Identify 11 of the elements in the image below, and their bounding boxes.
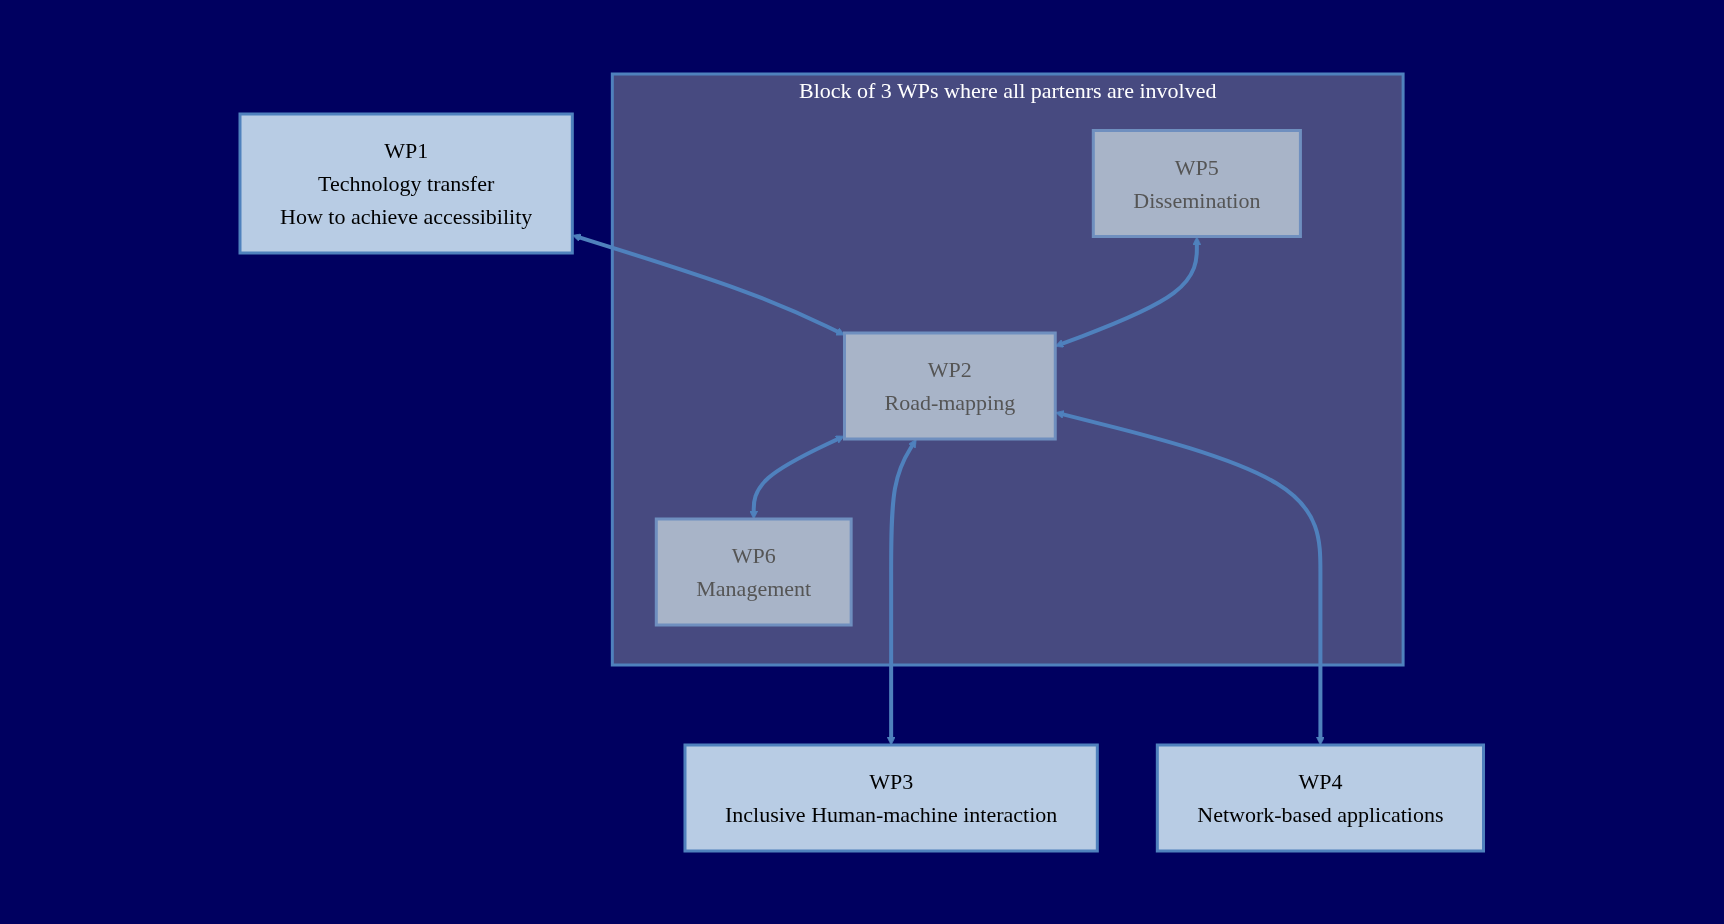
arrow xyxy=(1055,236,1202,348)
node-box: WP5 Dissemination xyxy=(1092,128,1303,238)
arrow xyxy=(1055,409,1326,745)
arrow xyxy=(887,438,917,745)
node-box: WP4 Network-based applications xyxy=(1156,743,1486,852)
node-box: WP1 Technology transfer How to achieve accessibility xyxy=(238,112,575,254)
arrow xyxy=(572,233,846,335)
node-box: WP6 Management xyxy=(655,517,853,626)
node-box: WP2 Road-mapping xyxy=(843,331,1057,440)
arrow xyxy=(749,435,845,519)
node-box: WP3 Inclusive Human-machine interaction xyxy=(683,743,1100,852)
